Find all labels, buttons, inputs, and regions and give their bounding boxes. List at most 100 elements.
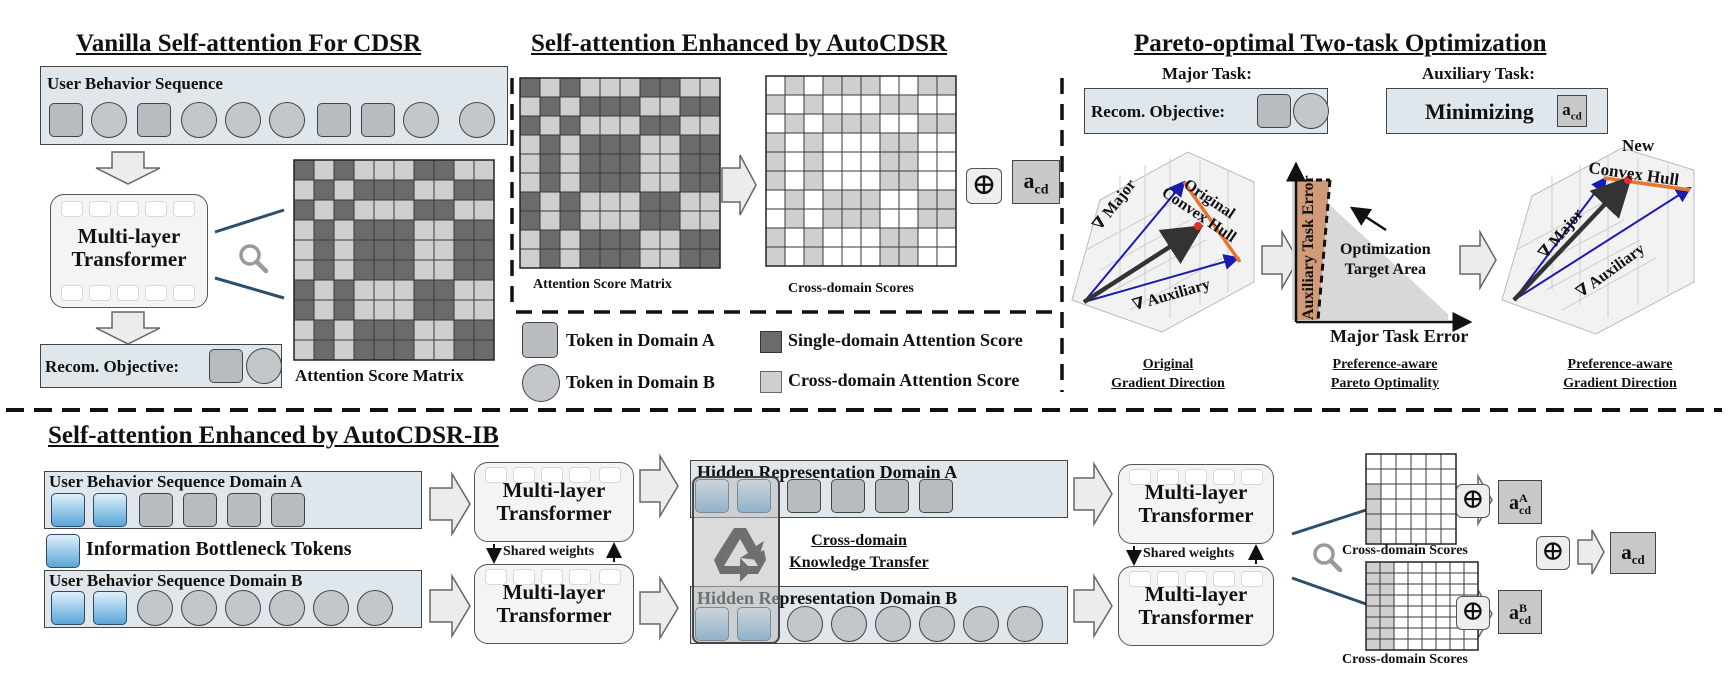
connector-ib-1 xyxy=(1291,508,1367,536)
attention-cell xyxy=(699,77,721,98)
token-circle xyxy=(269,590,305,626)
ib-token xyxy=(51,493,85,527)
attention-cell xyxy=(473,179,495,201)
ib-tokens-label: Information Bottleneck Tokens xyxy=(86,538,352,560)
cross-domain-cell xyxy=(1365,583,1381,596)
attention-cell xyxy=(453,159,475,181)
attention-cell xyxy=(639,134,661,155)
attention-cell xyxy=(293,159,315,181)
cross-domain-cell xyxy=(841,170,862,191)
attention-cell xyxy=(519,172,541,193)
ib-seq-a-label: User Behavior Sequence Domain A xyxy=(49,472,303,491)
attention-cell xyxy=(539,210,561,231)
attention-cell xyxy=(539,172,561,193)
token-circle xyxy=(787,606,823,642)
plot2-caption-2: Pareto Optimality xyxy=(1330,375,1440,391)
attention-cell xyxy=(639,191,661,212)
cross-domain-cell xyxy=(1449,583,1465,596)
cross-domain-cell xyxy=(1449,638,1465,651)
attention-cell xyxy=(313,219,335,241)
cross-domain-cell xyxy=(822,208,843,229)
attention-cell xyxy=(313,319,335,341)
cross-domain-cell xyxy=(898,170,919,191)
attention-cell xyxy=(313,159,335,181)
attention-cell xyxy=(699,229,721,250)
attention-cell xyxy=(519,115,541,136)
attention-cell xyxy=(453,299,475,321)
cross-domain-cell xyxy=(1440,513,1457,530)
attention-cell xyxy=(413,299,435,321)
attention-cell xyxy=(433,319,455,341)
cross-domain-cell xyxy=(917,151,938,172)
attention-cell xyxy=(599,229,621,250)
ib-trans-b-line1: Multi-layer xyxy=(502,580,606,604)
cross-domain-cell xyxy=(879,208,900,229)
attention-cell xyxy=(293,219,315,241)
cross-domain-cell xyxy=(803,151,824,172)
attention-cell xyxy=(659,77,681,98)
attention-cell xyxy=(433,299,455,321)
attention-cell xyxy=(619,115,641,136)
ib-trans-d-line2: Transformer xyxy=(1138,605,1254,630)
acd-b-sup: B xyxy=(1519,601,1528,616)
acd-box: acd xyxy=(1012,160,1060,204)
acd-a-main: a xyxy=(1509,492,1519,514)
attention-cell xyxy=(373,179,395,201)
attention-cell xyxy=(619,191,641,212)
cross-domain-cell xyxy=(1425,528,1442,545)
attention-cell xyxy=(599,172,621,193)
attention-cell xyxy=(639,210,661,231)
enhanced-cross-label: Cross-domain Scores xyxy=(788,281,914,296)
attention-cell xyxy=(639,172,661,193)
cross-domain-cell xyxy=(860,208,881,229)
cross-domain-cell xyxy=(936,189,957,210)
cross-domain-cell xyxy=(1379,605,1395,618)
attention-cell xyxy=(393,299,415,321)
attention-cell xyxy=(353,199,375,221)
token-square xyxy=(361,103,395,137)
attention-cell xyxy=(313,259,335,281)
attention-cell xyxy=(333,279,355,301)
cross-domain-cell xyxy=(917,246,938,267)
cross-domain-cell xyxy=(860,94,881,115)
cross-domain-cell xyxy=(1393,605,1409,618)
cross-domain-cell xyxy=(784,151,805,172)
attention-cell xyxy=(413,259,435,281)
connector-1 xyxy=(214,208,285,234)
cross-domain-cell xyxy=(803,75,824,96)
cross-domain-cell xyxy=(1365,616,1381,629)
cross-domain-cell xyxy=(841,189,862,210)
attention-cell xyxy=(539,229,561,250)
attention-cell xyxy=(539,115,561,136)
ib-token xyxy=(93,493,127,527)
cross-domain-cell xyxy=(1440,453,1457,470)
acd-final-sub: cd xyxy=(1631,552,1645,568)
attention-cell xyxy=(599,115,621,136)
attention-cell xyxy=(539,77,561,98)
attention-cell xyxy=(293,199,315,221)
cross-domain-cell xyxy=(1365,498,1382,515)
attention-cell xyxy=(519,153,541,174)
token-circle xyxy=(403,102,439,138)
attention-cell xyxy=(413,179,435,201)
attention-cell xyxy=(373,279,395,301)
attention-cell xyxy=(413,199,435,221)
attention-cell xyxy=(473,259,495,281)
minimizing-label: Minimizing xyxy=(1425,99,1534,124)
cross-domain-cell xyxy=(1407,616,1423,629)
attention-cell xyxy=(313,299,335,321)
cross-domain-cell xyxy=(803,227,824,248)
legend-circle-icon xyxy=(522,364,560,402)
token-circle xyxy=(919,606,955,642)
attention-matrix-enhanced xyxy=(519,77,721,269)
token-square xyxy=(227,493,261,527)
connector-2 xyxy=(214,276,285,300)
cross-domain-cell xyxy=(1425,453,1442,470)
attention-cell xyxy=(453,319,475,341)
plot1-caption-2: Gradient Direction xyxy=(1111,375,1225,391)
acd-final-box: acd xyxy=(1610,532,1656,574)
cross-domain-cell xyxy=(860,113,881,134)
plot1-caption-1: Original xyxy=(1142,357,1194,372)
cross-domain-cell xyxy=(1365,572,1381,585)
